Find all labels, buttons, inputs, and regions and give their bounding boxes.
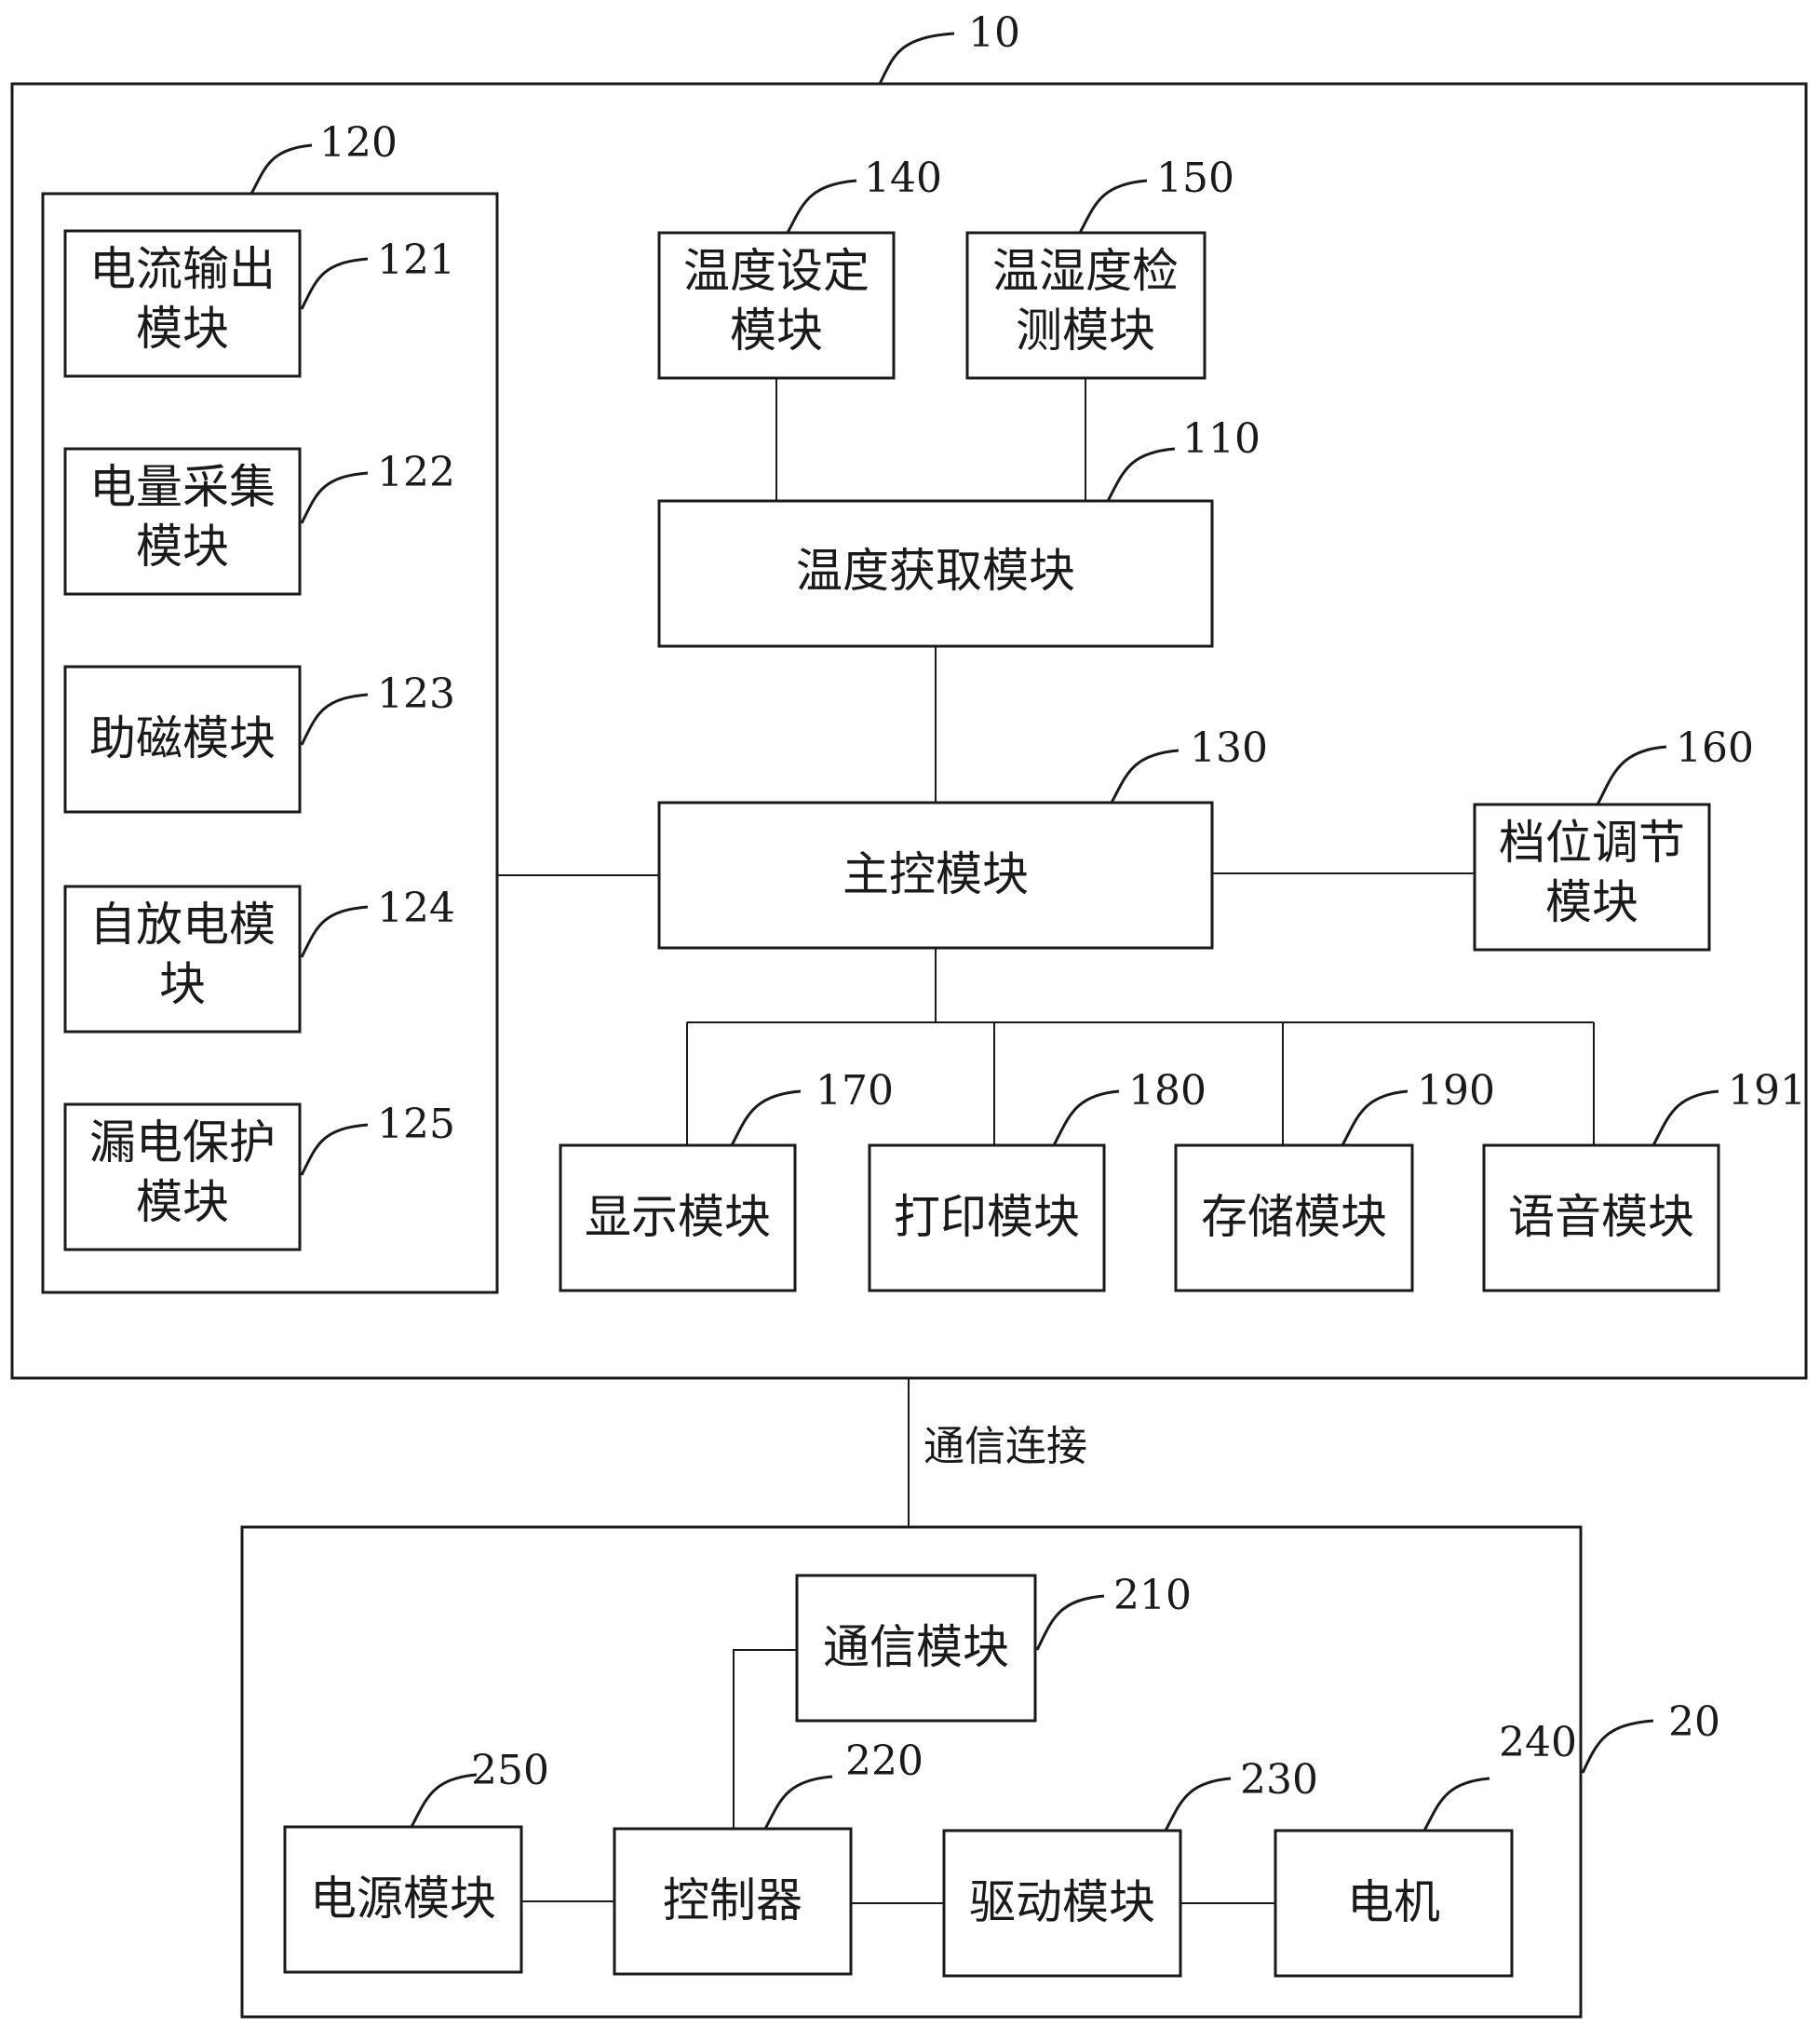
svg-text:通信模块: 通信模块 xyxy=(823,1620,1009,1674)
svg-text:漏电保护: 漏电保护 xyxy=(89,1115,276,1169)
module-250-ref: 250 xyxy=(471,1747,549,1794)
module-220-ref: 220 xyxy=(845,1737,923,1785)
module-150-leader xyxy=(1078,179,1148,234)
module-160-ref: 160 xyxy=(1676,724,1754,772)
comm-link-label: 通信连接 xyxy=(923,1423,1087,1470)
module-110-leader xyxy=(1106,447,1176,502)
module-250: 电源模块 xyxy=(283,1825,523,1974)
unit-10-ref: 10 xyxy=(968,9,1020,57)
module-210-leader xyxy=(1035,1594,1105,1651)
module-170: 显示模块 xyxy=(559,1143,797,1292)
module-250-leader xyxy=(410,1773,478,1828)
module-190-leader xyxy=(1341,1089,1409,1146)
svg-text:温度获取模块: 温度获取模块 xyxy=(796,544,1075,598)
module-122-leader xyxy=(300,471,369,524)
module-160: 档位调节 模块 xyxy=(1473,803,1711,952)
module-110: 温度获取模块 xyxy=(657,499,1214,648)
module-150: 温湿度检 测模块 xyxy=(965,231,1207,380)
module-230: 驱动模块 xyxy=(942,1829,1182,1978)
module-210-ref: 210 xyxy=(1113,1572,1192,1619)
unit-10-leader xyxy=(878,32,955,85)
svg-text:控制器: 控制器 xyxy=(663,1873,802,1927)
module-122: 电量采集 模块 xyxy=(63,447,302,596)
module-240-ref: 240 xyxy=(1499,1719,1577,1766)
group-120-leader xyxy=(249,143,313,195)
module-150-ref: 150 xyxy=(1156,155,1234,202)
module-191-ref: 191 xyxy=(1728,1067,1806,1115)
module-124-leader xyxy=(300,905,369,958)
module-240-leader xyxy=(1422,1777,1490,1832)
module-123-leader xyxy=(300,693,369,746)
module-240: 电机 xyxy=(1274,1829,1514,1978)
module-180: 打印模块 xyxy=(868,1143,1106,1292)
module-130: 主控模块 xyxy=(657,801,1214,950)
module-180-leader xyxy=(1052,1089,1120,1146)
svg-text:模块: 模块 xyxy=(136,520,229,574)
svg-text:电机: 电机 xyxy=(1347,1875,1440,1929)
module-210: 通信模块 xyxy=(795,1574,1037,1723)
module-140: 温度设定 模块 xyxy=(657,231,896,380)
module-190-ref: 190 xyxy=(1417,1067,1495,1115)
module-220-leader xyxy=(763,1775,833,1830)
svg-text:驱动模块: 驱动模块 xyxy=(969,1875,1155,1929)
svg-text:模块: 模块 xyxy=(730,304,823,358)
svg-text:块: 块 xyxy=(159,957,206,1011)
module-121-ref: 121 xyxy=(377,237,455,284)
svg-text:主控模块: 主控模块 xyxy=(843,847,1029,901)
module-191: 语音模块 xyxy=(1482,1143,1720,1292)
svg-text:电量采集: 电量采集 xyxy=(89,460,276,514)
svg-text:温度设定: 温度设定 xyxy=(683,244,870,298)
module-180-ref: 180 xyxy=(1128,1067,1207,1115)
module-121-leader xyxy=(300,257,369,310)
module-125-leader xyxy=(300,1123,369,1176)
svg-text:温湿度检: 温湿度检 xyxy=(992,244,1179,298)
svg-text:打印模块: 打印模块 xyxy=(894,1190,1080,1244)
module-191-leader xyxy=(1651,1089,1719,1146)
module-125: 漏电保护 模块 xyxy=(63,1102,302,1251)
wire-220-210 xyxy=(733,1649,797,1829)
unit-20-leader xyxy=(1581,1719,1654,1774)
module-123: 助磁模块 xyxy=(63,665,302,814)
module-160-leader xyxy=(1596,745,1667,805)
svg-text:电流输出: 电流输出 xyxy=(89,242,276,296)
svg-text:档位调节: 档位调节 xyxy=(1499,816,1685,870)
svg-text:模块: 模块 xyxy=(136,1175,229,1229)
svg-text:自放电模: 自放电模 xyxy=(89,898,276,952)
module-125-ref: 125 xyxy=(377,1101,455,1148)
module-124-ref: 124 xyxy=(377,885,455,932)
module-220: 控制器 xyxy=(613,1827,853,1976)
group-120-ref: 120 xyxy=(319,119,398,167)
module-122-ref: 122 xyxy=(377,449,455,496)
module-124: 自放电模 块 xyxy=(63,885,302,1034)
module-130-ref: 130 xyxy=(1190,724,1268,772)
module-123-ref: 123 xyxy=(377,670,455,718)
unit-20-frame xyxy=(240,1525,1583,2019)
svg-text:测模块: 测模块 xyxy=(1016,304,1155,358)
svg-text:模块: 模块 xyxy=(1545,875,1638,929)
module-230-leader xyxy=(1164,1777,1232,1832)
svg-text:存储模块: 存储模块 xyxy=(1201,1190,1387,1244)
svg-text:助磁模块: 助磁模块 xyxy=(89,711,276,765)
module-170-leader xyxy=(730,1089,802,1146)
svg-text:显示模块: 显示模块 xyxy=(585,1190,771,1244)
svg-text:语音模块: 语音模块 xyxy=(1508,1190,1694,1244)
module-230-ref: 230 xyxy=(1240,1756,1318,1804)
module-110-ref: 110 xyxy=(1182,415,1261,463)
module-140-leader xyxy=(786,179,857,234)
group-120-frame xyxy=(41,192,499,1294)
module-130-leader xyxy=(1110,749,1180,804)
module-190: 存储模块 xyxy=(1174,1143,1414,1292)
module-140-ref: 140 xyxy=(864,155,942,202)
module-121: 电流输出 模块 xyxy=(63,229,302,378)
module-170-ref: 170 xyxy=(816,1067,894,1115)
unit-20-ref: 20 xyxy=(1668,1698,1720,1746)
svg-text:电源模块: 电源模块 xyxy=(310,1872,496,1926)
svg-text:模块: 模块 xyxy=(136,302,229,356)
